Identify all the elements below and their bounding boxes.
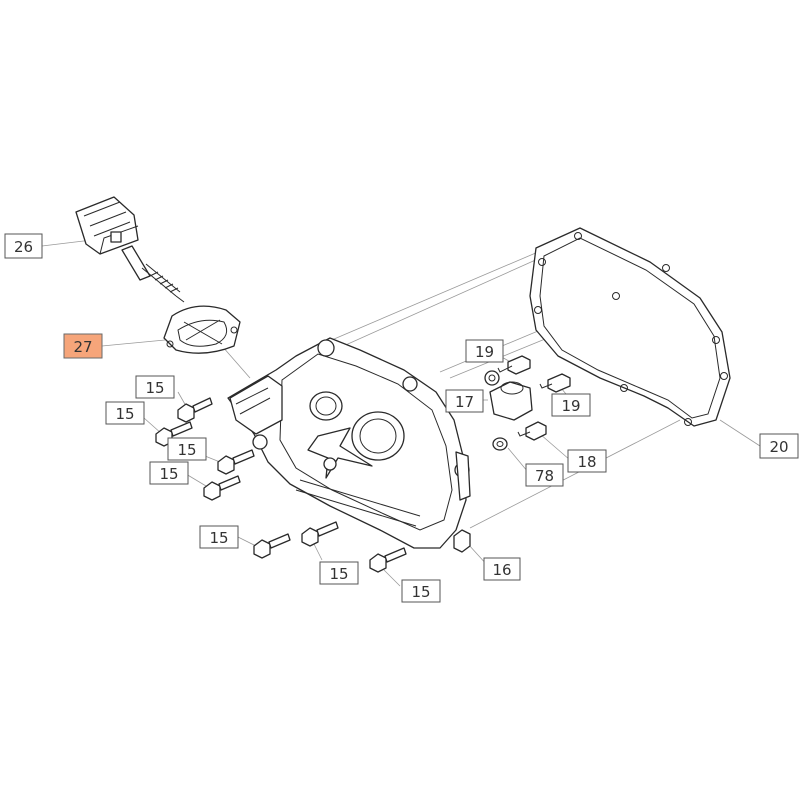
callout-26[interactable]: 26 (4, 233, 43, 259)
callouts: 26 27 19 17 19 15 15 15 (4, 233, 799, 603)
callout-78[interactable]: 78 (525, 463, 564, 487)
callout-18[interactable]: 18 (567, 449, 607, 473)
callout-27[interactable]: 27 (63, 333, 103, 359)
cover-gasket-part (529, 227, 731, 427)
callout-19-lower[interactable]: 19 (551, 393, 591, 417)
callout-18-label: 18 (577, 453, 596, 471)
callout-15-b-label: 15 (115, 405, 134, 423)
callout-17-label: 17 (455, 393, 474, 411)
oil-cap-gasket-part (163, 305, 241, 354)
callout-15-d-label: 15 (159, 465, 178, 483)
callout-15-f-label: 15 (329, 565, 348, 583)
crankcase-cover-part (227, 337, 471, 549)
small-parts (453, 355, 571, 553)
callout-15-b[interactable]: 15 (105, 401, 145, 425)
callout-15-g[interactable]: 15 (401, 579, 441, 603)
callout-19-upper[interactable]: 19 (465, 339, 504, 363)
callout-15-c[interactable]: 15 (167, 437, 207, 461)
callout-20-label: 20 (769, 438, 788, 456)
dipstick-part (75, 196, 185, 303)
callout-15-f[interactable]: 15 (319, 561, 359, 585)
callout-15-a[interactable]: 15 (135, 375, 175, 399)
callout-15-g-label: 15 (411, 583, 430, 601)
callout-15-e[interactable]: 15 (199, 525, 239, 549)
callout-17[interactable]: 17 (445, 389, 484, 413)
callout-78-label: 78 (535, 467, 554, 485)
callout-26-label: 26 (14, 238, 33, 256)
callout-15-e-label: 15 (209, 529, 228, 547)
callout-15-c-label: 15 (177, 441, 196, 459)
callout-16-label: 16 (492, 561, 511, 579)
bolts (155, 397, 407, 573)
callout-20[interactable]: 20 (759, 433, 799, 459)
callout-15-d[interactable]: 15 (149, 461, 189, 485)
callout-27-label: 27 (73, 338, 92, 356)
callout-16[interactable]: 16 (483, 557, 521, 581)
callout-15-a-label: 15 (145, 379, 164, 397)
callout-19-lower-label: 19 (561, 397, 580, 415)
callout-19-upper-label: 19 (475, 343, 494, 361)
